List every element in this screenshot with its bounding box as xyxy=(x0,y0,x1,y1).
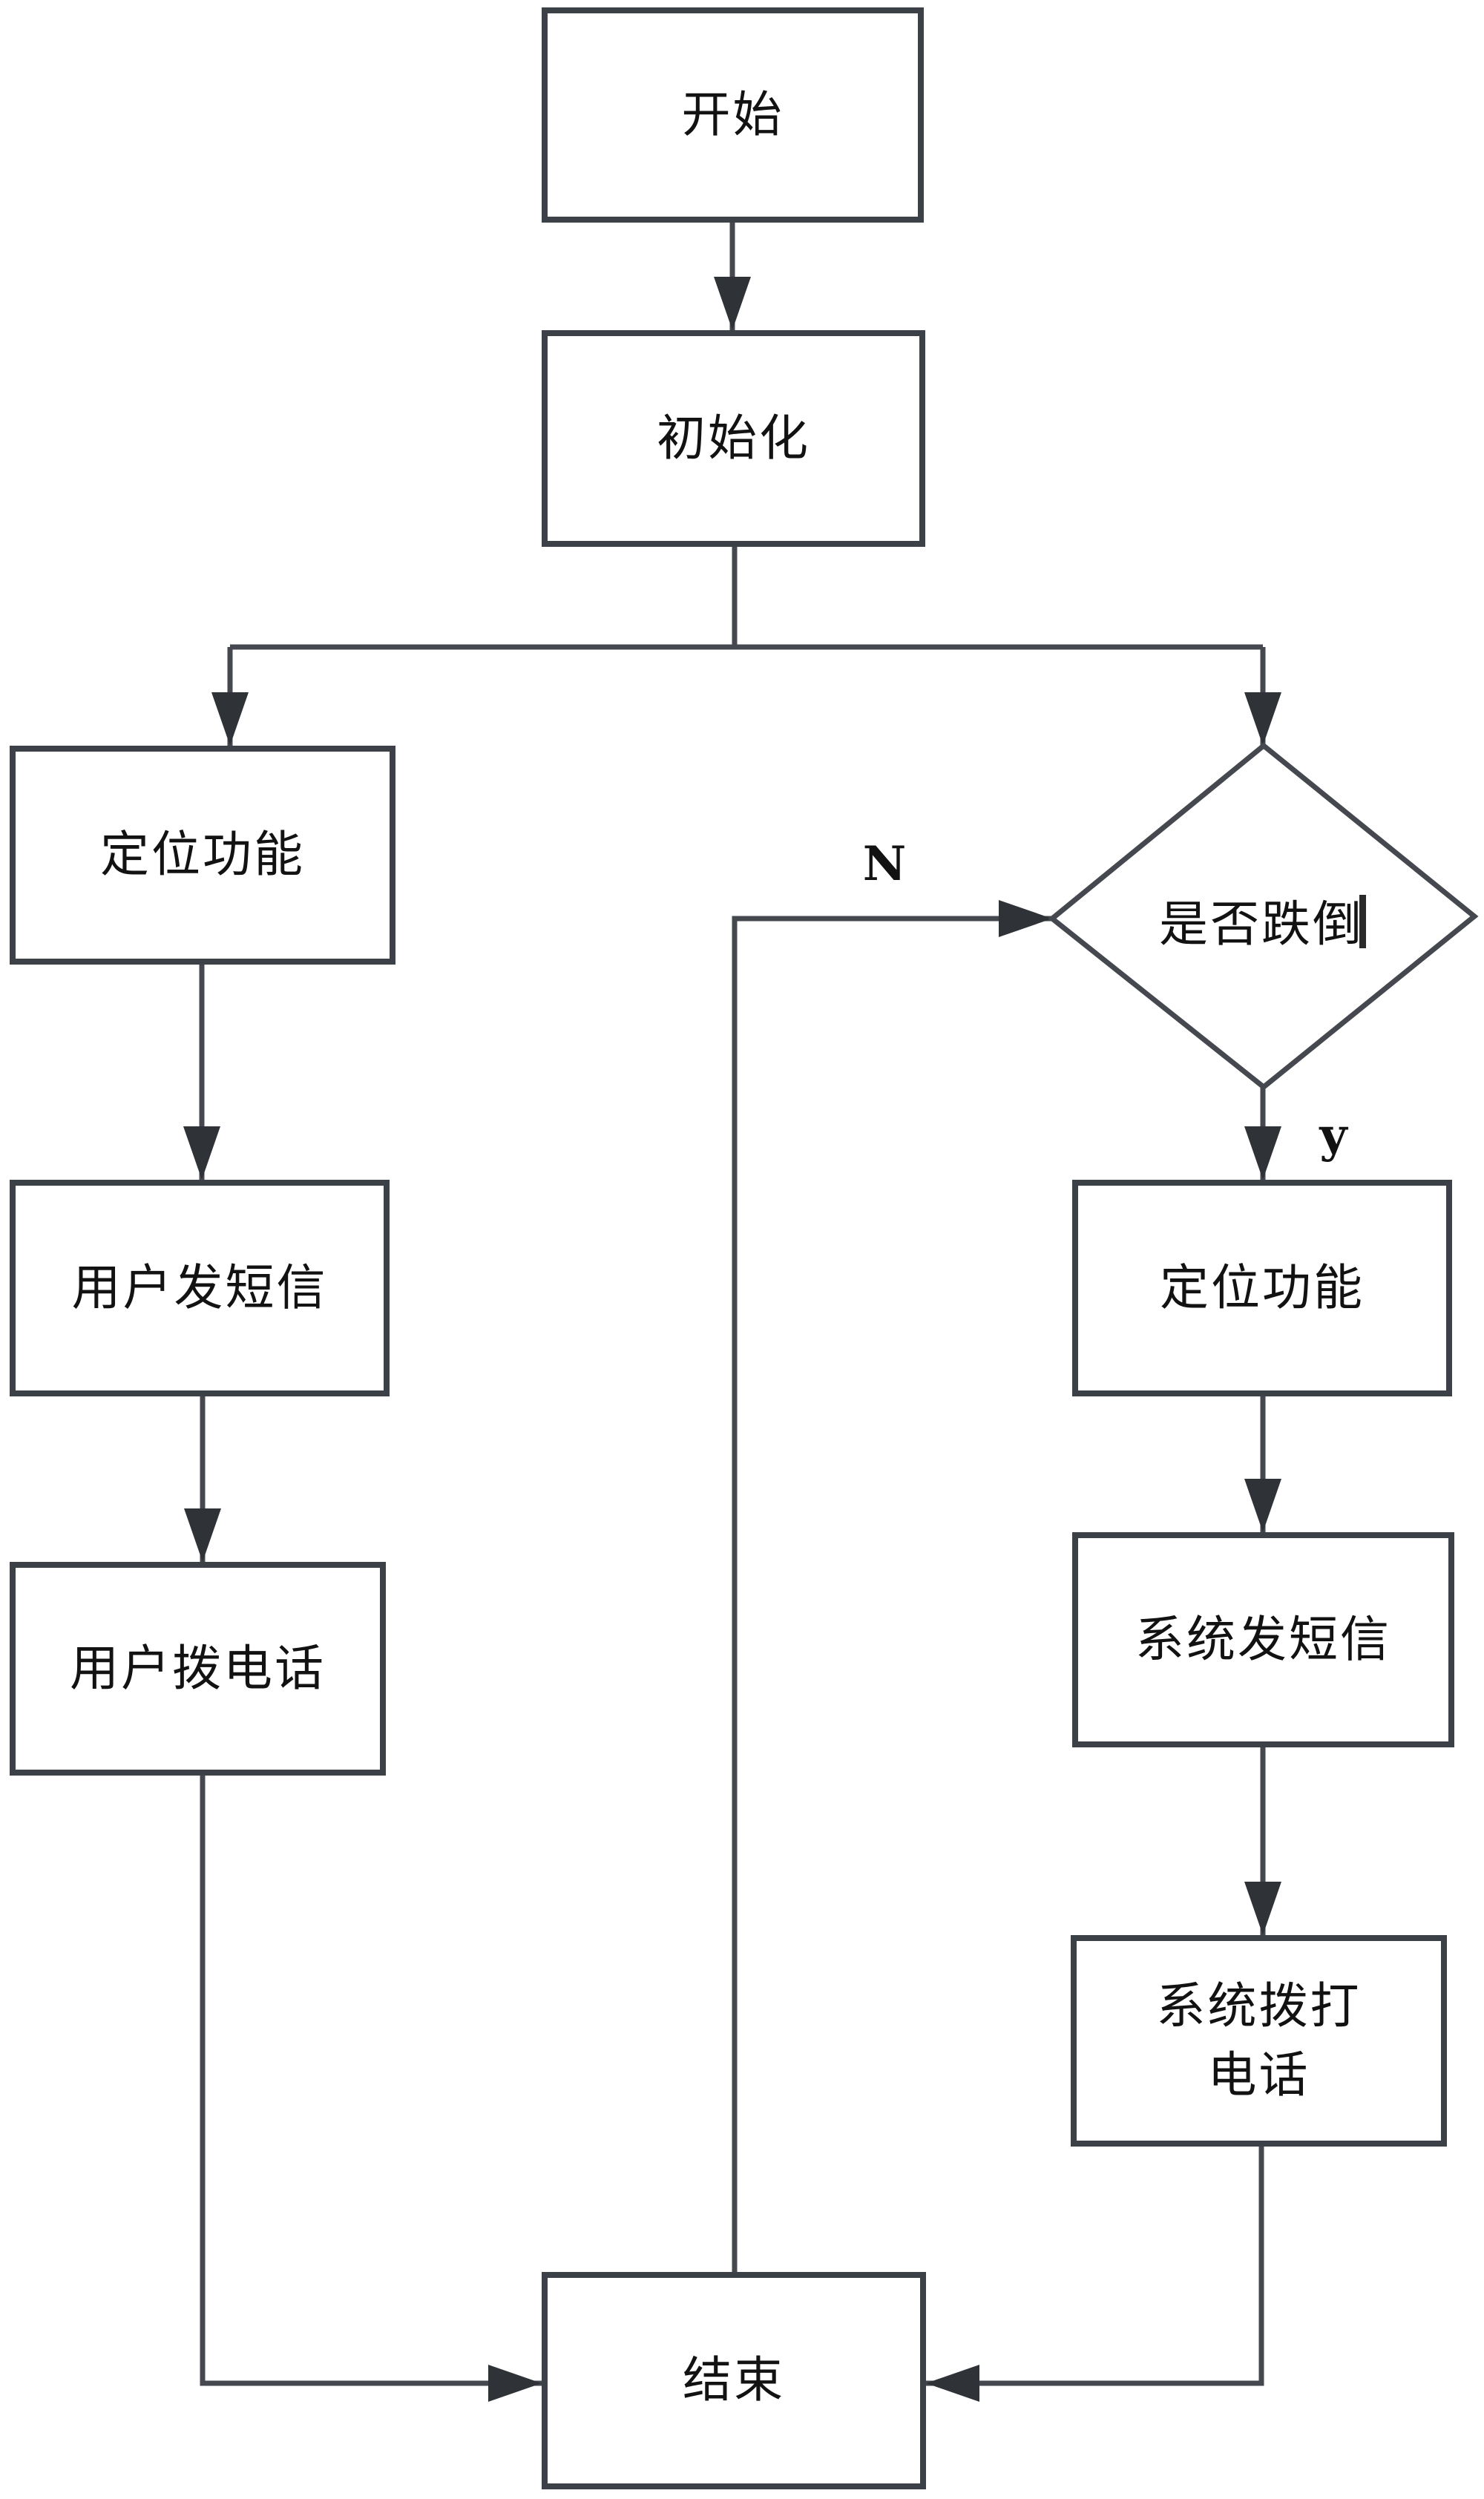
edge-no-loop xyxy=(732,900,1052,2272)
edge-system-call-to-end xyxy=(926,2147,1264,2402)
text-cursor-artifact xyxy=(1359,895,1366,948)
node-system-call-line2: 电话 xyxy=(1207,2046,1310,2104)
node-start: 开始 xyxy=(542,7,924,223)
edge-user-call-to-end xyxy=(200,1776,542,2402)
node-locate-left: 定位功能 xyxy=(10,746,395,965)
edge-label-yes: y xyxy=(1319,1107,1347,1163)
node-user-call: 用户拨电话 xyxy=(10,1562,386,1776)
node-user-sms: 用户发短信 xyxy=(10,1180,390,1396)
node-system-call: 系统拨打 电话 xyxy=(1071,1935,1447,2147)
node-locate-right: 定位功能 xyxy=(1072,1180,1452,1396)
edge-branch-split xyxy=(230,547,1263,650)
edge-label-no: N xyxy=(862,835,907,892)
decision-diamond-label: 是否跌倒 xyxy=(1159,896,1364,953)
decision-diamond-shape xyxy=(1048,742,1479,1091)
node-system-call-line1: 系统拨打 xyxy=(1156,1977,1362,2035)
node-system-sms: 系统发短信 xyxy=(1072,1532,1454,1747)
node-end: 结束 xyxy=(542,2272,926,2489)
node-init: 初始化 xyxy=(542,330,925,547)
